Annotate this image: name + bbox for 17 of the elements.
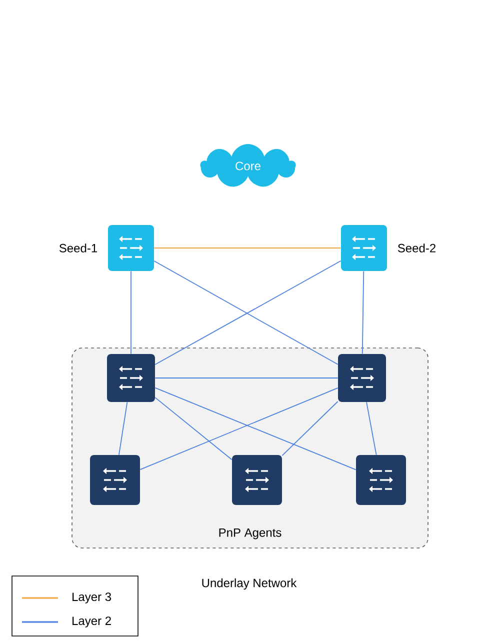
legend-label: Layer 2 [72, 616, 111, 628]
connector-line [282, 401, 338, 456]
switch-icon [107, 354, 155, 402]
switch-icon [338, 354, 386, 402]
legend-label: Layer 3 [72, 592, 112, 604]
switch-icon [232, 455, 282, 505]
caption-text: Underlay Network [202, 578, 297, 590]
connector-line [140, 388, 338, 470]
connector-line [154, 397, 232, 460]
connector-line [362, 270, 364, 354]
cloud: Core [200, 144, 296, 187]
switch-icon [356, 455, 406, 505]
connector-line [118, 402, 128, 456]
switch-icon [90, 455, 140, 505]
connector-line [366, 402, 377, 456]
connector-line [154, 387, 356, 470]
connector-line [130, 270, 132, 354]
